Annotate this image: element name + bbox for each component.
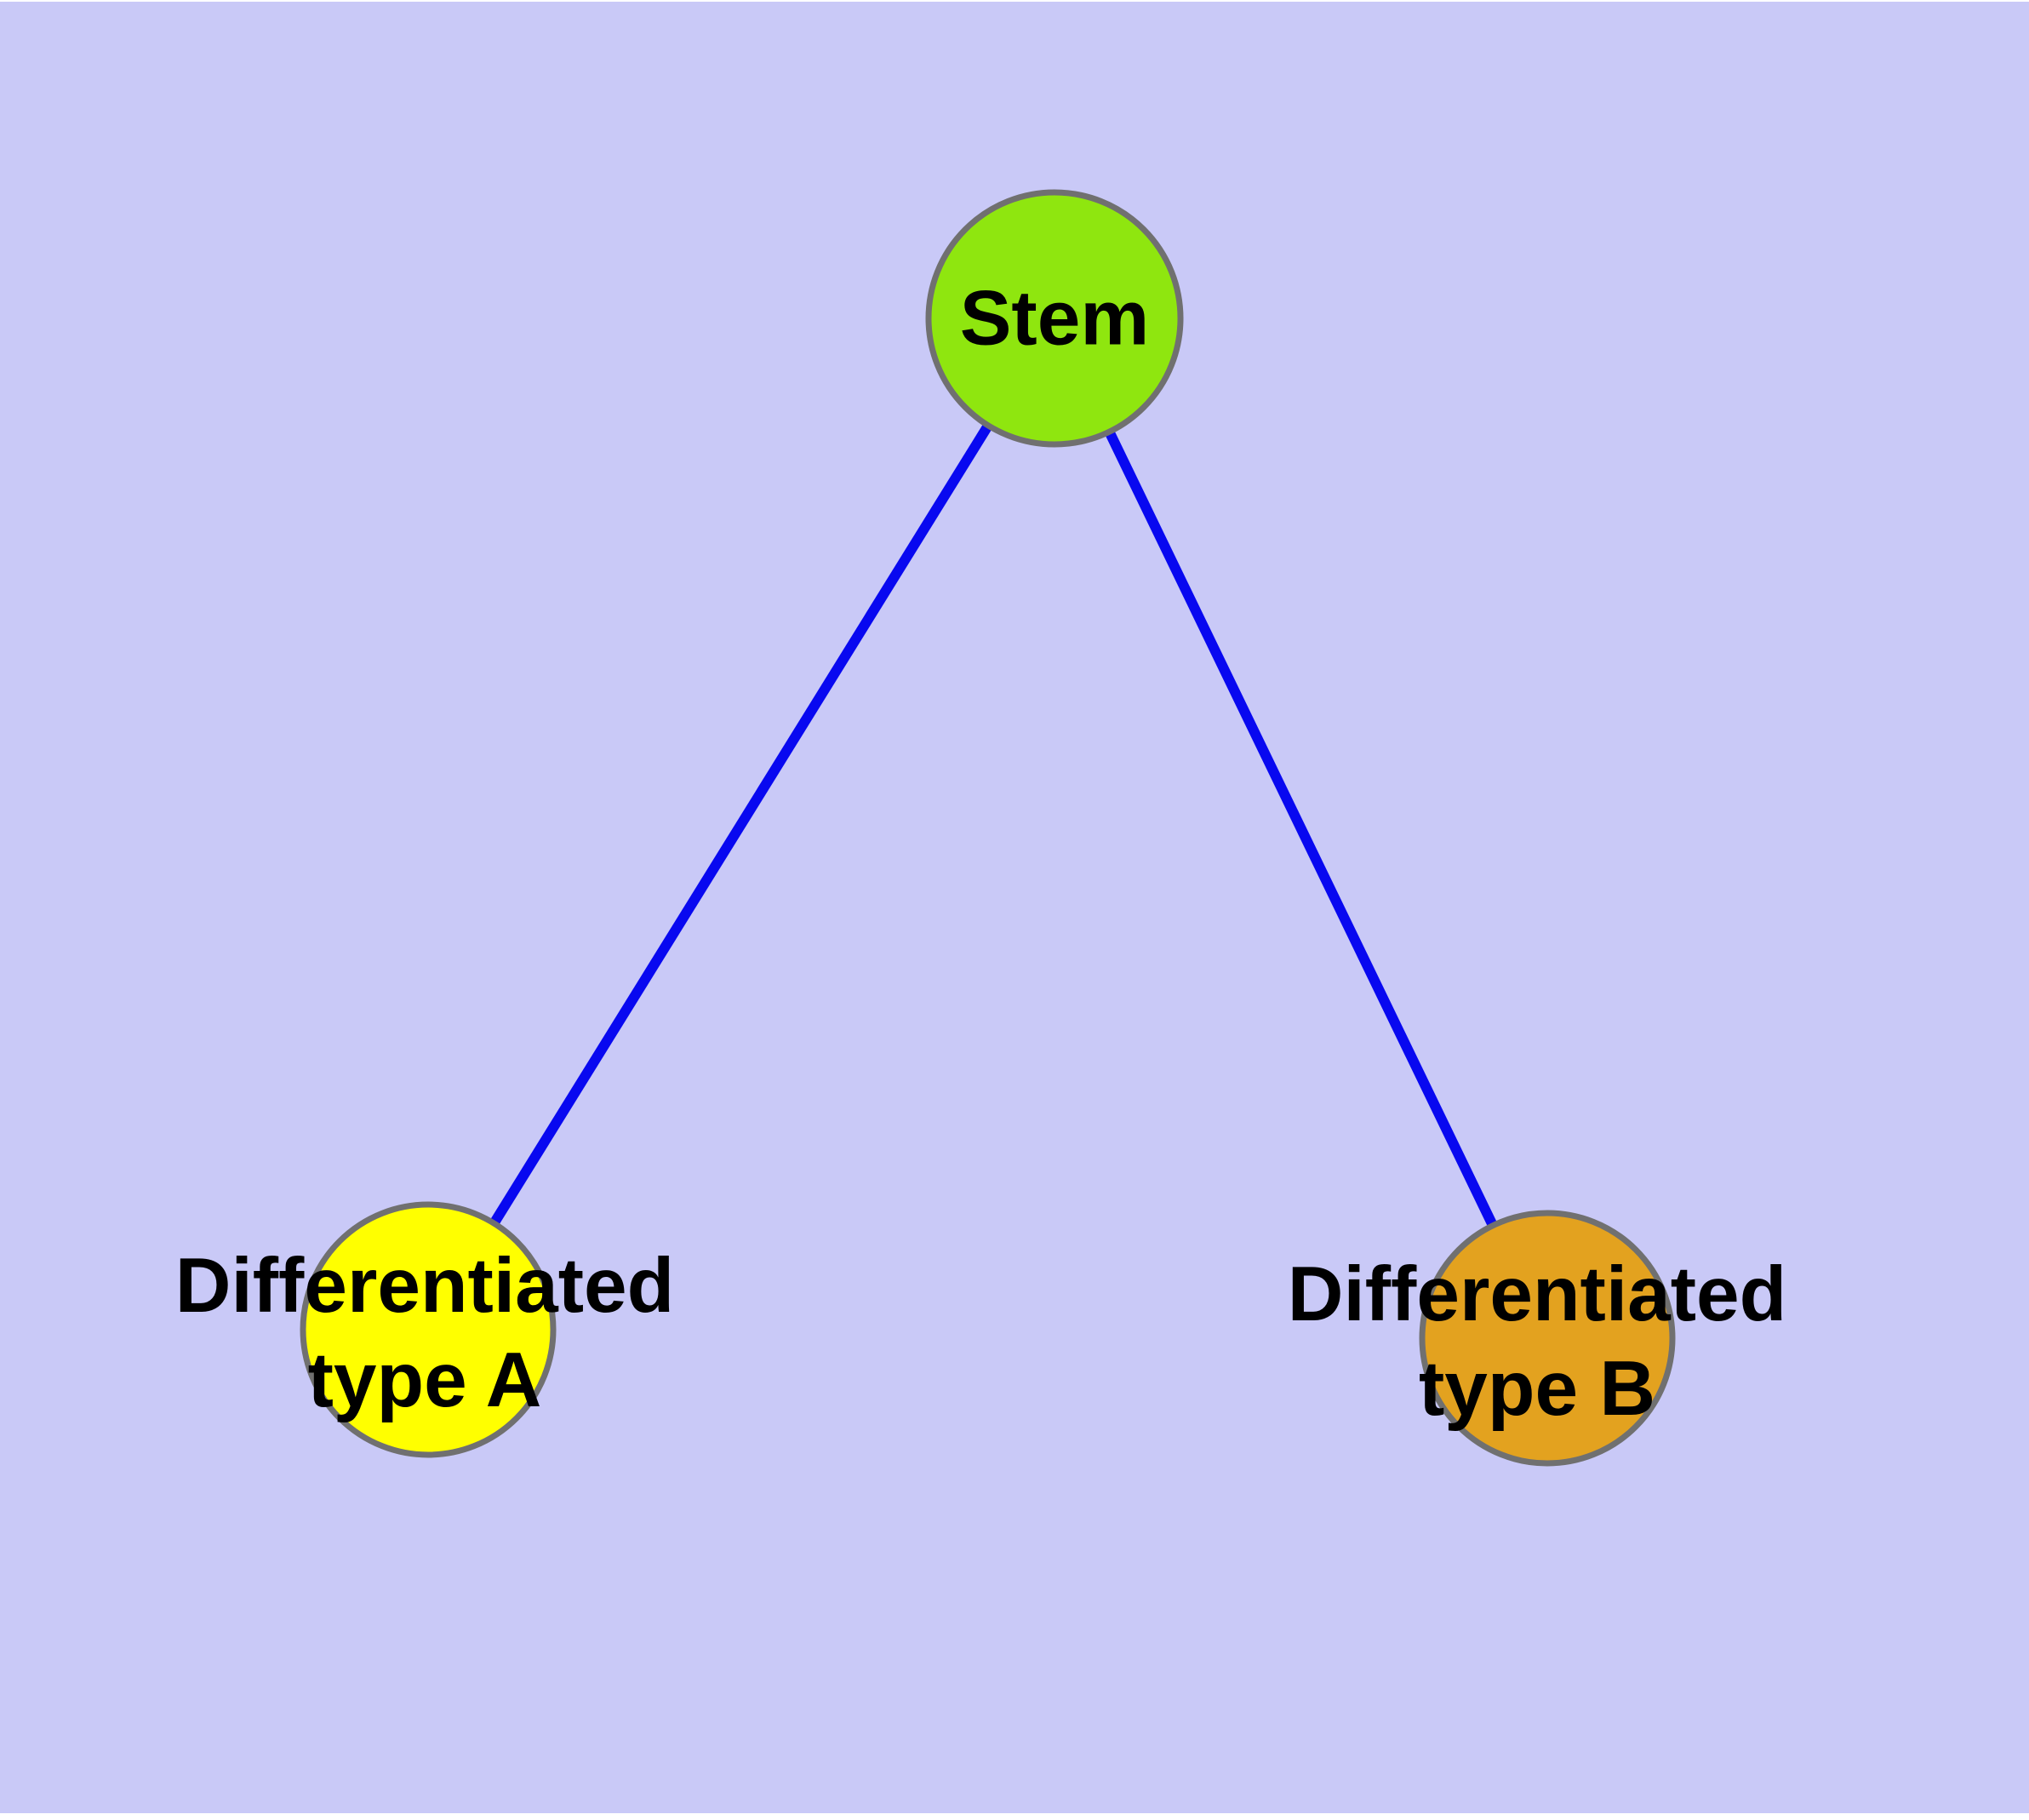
type-b-label-line1: Differentiated bbox=[1287, 1251, 1787, 1337]
type-a-node-circle bbox=[300, 1201, 557, 1458]
type-a-label-line1: Differentiated bbox=[174, 1242, 675, 1329]
stem-node-label: Stem bbox=[960, 271, 1150, 365]
edge-stem-to-type-b bbox=[1049, 316, 1552, 1341]
type-a-label-line2: type A bbox=[307, 1337, 542, 1423]
type-b-node-circle bbox=[1419, 1210, 1676, 1467]
type-a-node-label: Differentiated type A bbox=[175, 1239, 675, 1428]
edge-stem-to-type-a bbox=[423, 315, 1060, 1333]
type-b-node-label: Differentiated type B bbox=[1288, 1247, 1787, 1436]
stem-node-circle bbox=[925, 189, 1184, 448]
stem-label-text: Stem bbox=[959, 275, 1150, 362]
type-b-label-line2: type B bbox=[1418, 1346, 1656, 1432]
